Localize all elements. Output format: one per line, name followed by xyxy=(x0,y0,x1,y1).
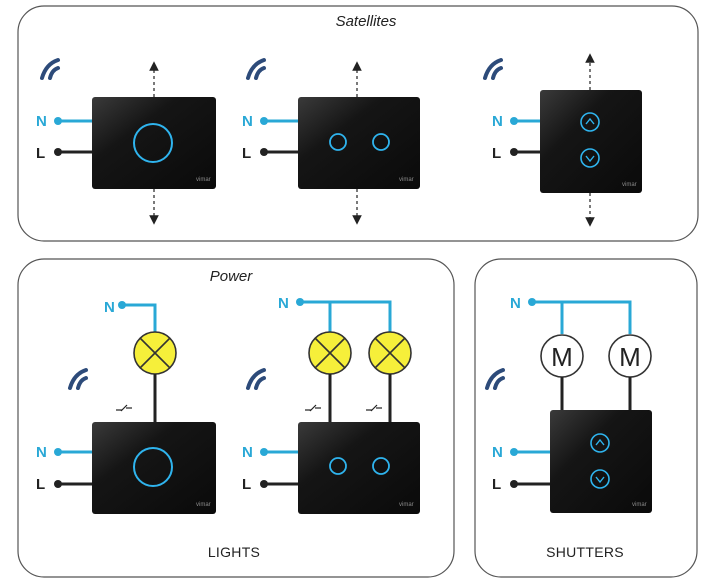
touch-panel xyxy=(298,97,420,189)
brand-mark: vimar xyxy=(196,502,211,508)
power-double-switch: N N L vimar xyxy=(242,295,420,514)
satellites-title: Satellites xyxy=(336,13,397,30)
touch-button xyxy=(133,123,173,163)
shutter-power-switch: N M M N L vimar xyxy=(485,295,652,513)
terminal-n-label: N xyxy=(36,444,47,461)
brand-mark: vimar xyxy=(399,177,414,183)
motor-label: M xyxy=(551,342,573,372)
terminal-n-label: N xyxy=(492,444,503,461)
shutters-section xyxy=(474,258,698,578)
satellites-section xyxy=(17,5,699,242)
terminal-n-label: N xyxy=(242,113,253,130)
power-single-switch: N N L vimar xyxy=(36,299,216,514)
terminal-n-label: N xyxy=(104,299,115,316)
chevron-up-icon xyxy=(580,112,600,132)
brand-mark: vimar xyxy=(196,177,211,183)
switch-symbol-icon xyxy=(366,404,382,412)
wireless-signal-icon xyxy=(485,368,505,390)
terminal-n-label: N xyxy=(242,444,253,461)
wireless-signal-icon xyxy=(246,368,266,390)
power-section xyxy=(17,258,455,578)
neutral-wire xyxy=(532,300,632,334)
switch-symbol-icon xyxy=(116,404,132,412)
terminal-l-label: L xyxy=(492,476,501,493)
touch-panel xyxy=(92,97,216,189)
power-title: Power xyxy=(210,268,254,285)
terminal-l-label: L xyxy=(242,476,251,493)
satellite-double-switch: N L vimar xyxy=(242,58,420,225)
wireless-signal-icon xyxy=(246,58,266,80)
lamp-icon xyxy=(308,331,352,375)
chevron-down-icon xyxy=(580,148,600,168)
wireless-signal-icon xyxy=(68,368,88,390)
wireless-signal-icon xyxy=(40,58,60,80)
chevron-up-icon xyxy=(590,433,610,453)
neutral-wire xyxy=(300,300,392,332)
lamp-icon xyxy=(368,331,412,375)
touch-button-right xyxy=(372,457,390,475)
terminal-l-label: L xyxy=(36,145,45,162)
motor-label: M xyxy=(619,342,641,372)
touch-panel xyxy=(550,410,652,513)
terminal-n-label: N xyxy=(36,113,47,130)
brand-mark: vimar xyxy=(399,502,414,508)
terminal-l-label: L xyxy=(36,476,45,493)
terminal-n-label: N xyxy=(278,295,289,312)
lights-caption: LIGHTS xyxy=(208,544,260,560)
touch-panel xyxy=(540,90,642,193)
switch-symbol-icon xyxy=(305,404,321,412)
wireless-signal-icon xyxy=(483,58,503,80)
touch-panel xyxy=(92,422,216,514)
terminal-n-label: N xyxy=(510,295,521,312)
touch-button xyxy=(133,447,173,487)
motor-icon: M xyxy=(608,334,652,378)
satellite-shutter-switch: N L vimar xyxy=(483,53,642,227)
terminal-l-label: L xyxy=(492,145,501,162)
terminal-l-label: L xyxy=(242,145,251,162)
touch-panel xyxy=(298,422,420,514)
neutral-wire xyxy=(122,303,157,332)
touch-button-left xyxy=(329,133,347,151)
brand-mark: vimar xyxy=(622,182,637,188)
terminal-n-label: N xyxy=(492,113,503,130)
satellite-single-switch: N L vimar xyxy=(36,58,216,225)
motor-icon: M xyxy=(540,334,584,378)
chevron-down-icon xyxy=(590,469,610,489)
shutters-caption: SHUTTERS xyxy=(546,544,624,560)
brand-mark: vimar xyxy=(632,502,647,508)
lamp-icon xyxy=(133,331,177,375)
touch-button-left xyxy=(329,457,347,475)
touch-button-right xyxy=(372,133,390,151)
